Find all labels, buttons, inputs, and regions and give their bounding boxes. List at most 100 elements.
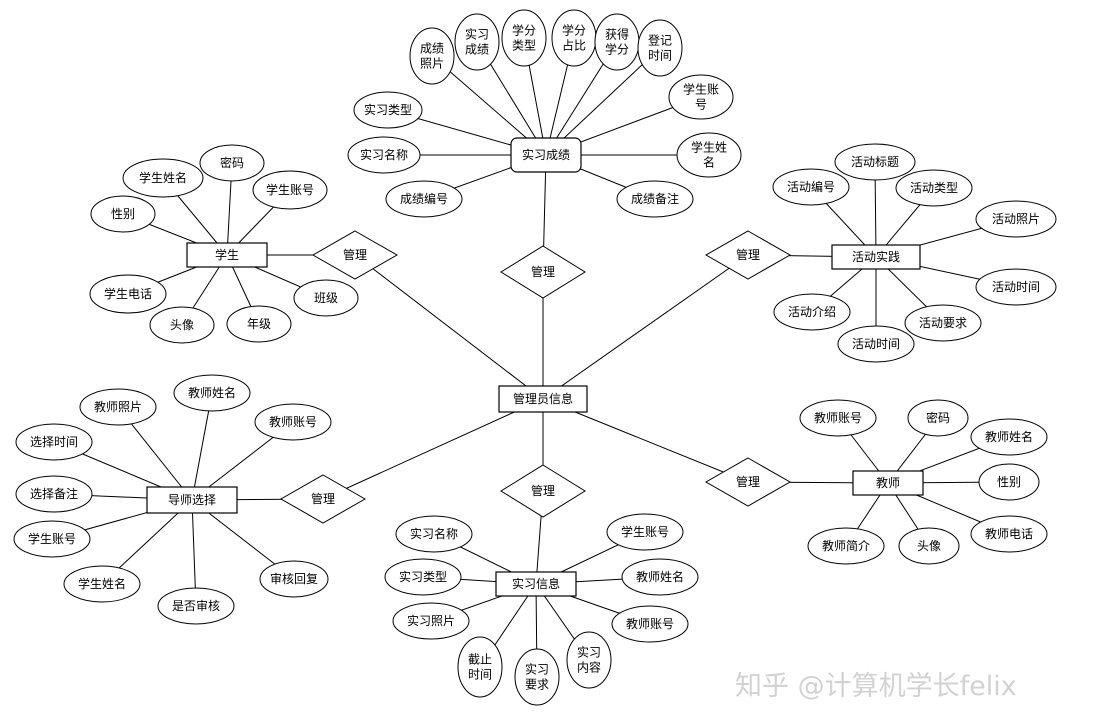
attribute-ellipse: [90, 195, 156, 233]
attribute-student: 学生电话: [89, 274, 167, 314]
attribute-teacher: 头像: [898, 527, 960, 565]
edge-manage_activity-admin: [542, 254, 749, 400]
attribute-ellipse: [409, 27, 455, 85]
attribute-mentor-select: 学生姓名: [63, 565, 141, 603]
attribute-label: 密码: [926, 410, 950, 425]
attribute-student: 学生账号: [252, 170, 328, 210]
attribute-label: 实习: [577, 645, 601, 660]
attribute-student: 年级: [226, 305, 292, 343]
attribute-internship-grade: 实习类型: [353, 91, 423, 129]
attribute-internship-info: 教师账号: [611, 605, 689, 643]
attribute-student: 班级: [293, 279, 359, 317]
attribute-internship-grade: 实习名称: [347, 136, 421, 174]
attribute-ellipse: [621, 558, 699, 596]
attribute-student: 学生姓名: [122, 158, 204, 198]
attribute-ellipse: [15, 423, 93, 461]
attribute-label: 活动要求: [919, 316, 967, 330]
edge-internship_grade-attr-5: [545, 47, 661, 156]
attribute-ellipse: [616, 180, 694, 218]
attribute-ellipse: [89, 274, 167, 314]
attribute-ellipse: [668, 74, 734, 120]
attribute-label: 学生姓名: [139, 170, 187, 185]
attribute-mentor-select: 教师账号: [254, 403, 332, 441]
attribute-activity: 活动照片: [975, 200, 1057, 238]
attribute-ellipse: [566, 631, 612, 689]
attribute-label: 教师姓名: [188, 385, 236, 400]
entity-label: 教师: [876, 475, 900, 490]
attribute-ellipse: [454, 13, 500, 71]
attribute-mentor-select: 选择备注: [15, 475, 93, 513]
attributes-student: 学生姓名密码学生账号性别学生电话头像年级班级: [89, 144, 359, 344]
attribute-label: 要求: [525, 678, 549, 692]
attribute-label: 教师简介: [822, 538, 870, 553]
attribute-label: 性别: [997, 475, 1021, 489]
attribute-ellipse: [904, 304, 982, 342]
attribute-label: 学分: [605, 42, 629, 57]
attribute-label: 实习类型: [399, 569, 447, 584]
attribute-label: 号: [695, 98, 707, 112]
attribute-label: 活动类型: [910, 181, 958, 195]
attribute-ellipse: [773, 293, 851, 331]
relationship-manage-teacher: 管理: [704, 457, 792, 507]
attribute-ellipse: [385, 180, 463, 218]
attribute-label: 学生电话: [104, 286, 152, 301]
attribute-label: 学生账: [683, 82, 719, 97]
attribute-ellipse: [514, 648, 560, 706]
attribute-ellipse: [347, 136, 421, 174]
attribute-ellipse: [199, 144, 265, 182]
relationship-label: 管理: [736, 247, 760, 262]
watermark: 知乎 @计算机学长felix: [735, 671, 1017, 702]
attribute-ellipse: [975, 200, 1057, 238]
attribute-ellipse: [254, 403, 332, 441]
attribute-label: 活动照片: [992, 212, 1040, 226]
relationship-diamond: [704, 457, 792, 507]
attribute-ellipse: [975, 268, 1057, 306]
attribute-teacher: 密码: [907, 399, 969, 437]
edge-manage_teacher-admin: [542, 398, 749, 483]
relationship-manage-mentor: 管理: [279, 474, 367, 524]
attribute-label: 登记: [648, 33, 672, 48]
attribute-label: 学生账号: [621, 524, 669, 539]
attributes-teacher: 教师账号密码教师姓名性别教师电话教师简介头像: [799, 399, 1048, 565]
attribute-label: 选择备注: [30, 486, 78, 501]
attribute-internship-grade: 学生账号: [668, 74, 734, 120]
attribute-label: 截止: [468, 653, 492, 667]
attribute-internship-info: 实习类型: [384, 558, 462, 596]
attribute-label: 成绩: [465, 43, 489, 57]
attribute-label: 选择时间: [30, 435, 78, 449]
attribute-activity: 活动介绍: [773, 293, 851, 331]
attribute-ellipse: [611, 605, 689, 643]
attribute-label: 成绩编号: [400, 191, 448, 206]
attribute-ellipse: [970, 515, 1048, 553]
entity-admin: 管理员信息: [498, 385, 588, 413]
entity-teacher: 教师: [852, 470, 924, 496]
entity-student: 学生: [186, 242, 268, 268]
attribute-label: 教师账号: [626, 616, 674, 631]
relationship-manage-activity: 管理: [704, 230, 792, 280]
attribute-label: 学生姓名: [78, 576, 126, 591]
entity-label: 导师选择: [168, 493, 216, 507]
attribute-ellipse: [79, 388, 157, 426]
attribute-internship-info: 教师姓名: [621, 558, 699, 596]
attribute-ellipse: [226, 305, 292, 343]
relationship-manage-student: 管理: [311, 230, 399, 280]
attribute-activity: 活动时间: [837, 325, 915, 363]
relationship-label: 管理: [531, 483, 555, 498]
attribute-label: 教师电话: [985, 526, 1033, 541]
attribute-ellipse: [149, 306, 215, 344]
attribute-label: 活动时间: [852, 337, 900, 351]
attribute-mentor-select: 选择时间: [15, 423, 93, 461]
attribute-label: 成绩备注: [631, 191, 679, 206]
attribute-label: 学分: [512, 23, 536, 38]
attribute-ellipse: [384, 558, 462, 596]
entity-label: 管理员信息: [513, 391, 573, 406]
attribute-label: 教师账号: [814, 410, 862, 425]
